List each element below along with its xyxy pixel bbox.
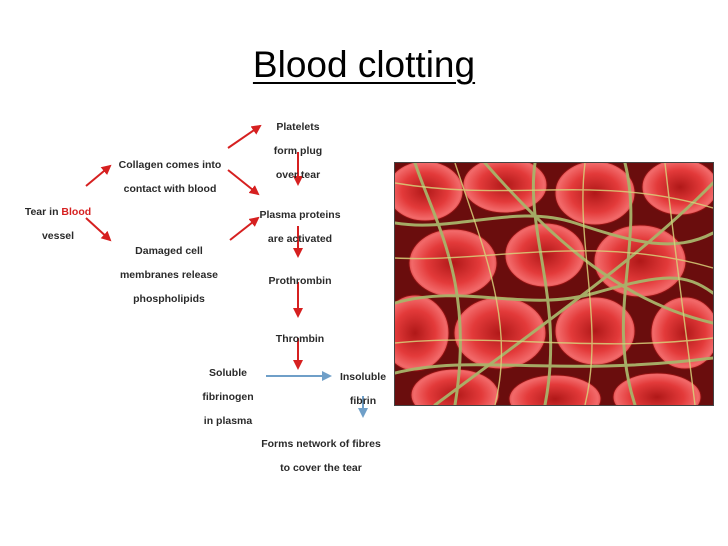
node-prothrombin: Prothrombin [268, 275, 332, 287]
highlight-blood: Blood [61, 206, 92, 218]
blood-clot-micrograph [394, 162, 714, 406]
node-thrombin: Thrombin [275, 333, 325, 345]
arrow-tear-to-damaged [85, 217, 112, 242]
node-damaged-cell: Damaged cell membranes release phospholi… [119, 245, 219, 305]
node-plasma-proteins: Plasma proteins are activated [259, 209, 341, 245]
node-collagen: Collagen comes into contact with blood [118, 159, 222, 195]
node-tear: Tear in Blood vessel [24, 206, 92, 242]
arrow-collagen-to-platelets [227, 124, 262, 149]
slide-title: Blood clotting [252, 44, 476, 85]
node-platelets: Platelets form plug over tear [273, 121, 323, 181]
arrow-damaged-to-plasma [229, 216, 260, 241]
node-fibrin: Insoluble fibrin [339, 371, 387, 407]
node-network: Forms network of fibres to cover the tea… [261, 438, 381, 474]
micrograph-illustration [395, 163, 713, 405]
arrow-collagen-to-plasma [227, 169, 260, 196]
node-fibrinogen: Soluble fibrinogen in plasma [202, 367, 254, 427]
arrow-tear-to-collagen [85, 164, 112, 187]
